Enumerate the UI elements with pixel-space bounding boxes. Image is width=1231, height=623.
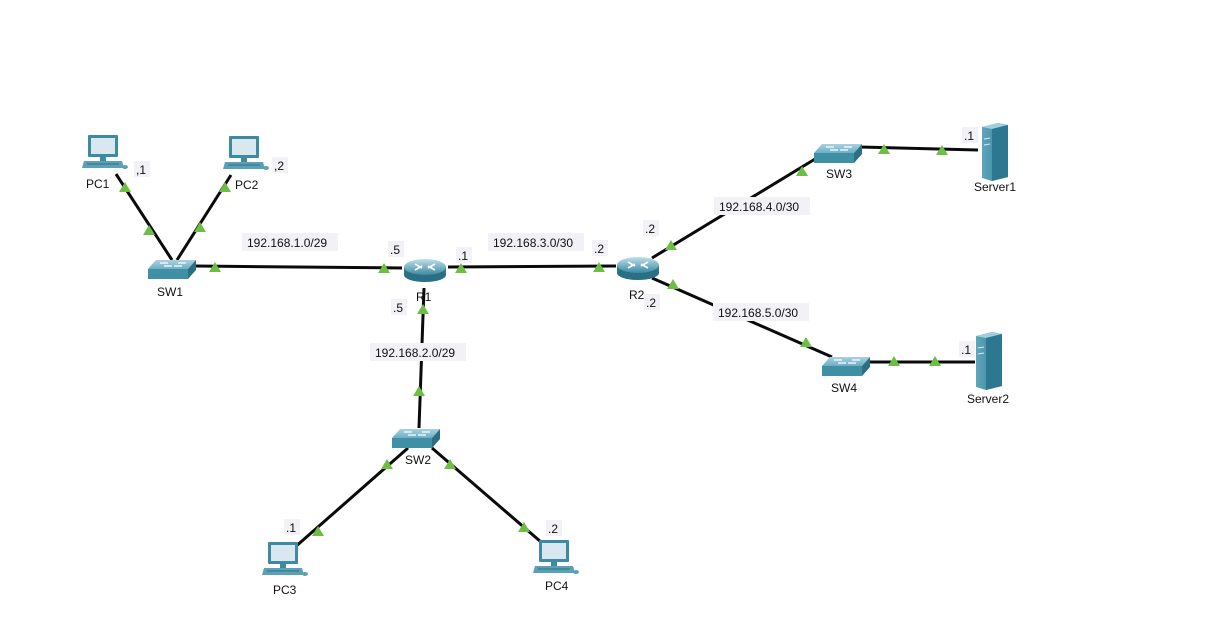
port-indicator	[219, 182, 231, 192]
svg-text:.2: .2	[645, 222, 655, 236]
svg-text:192.168.2.0/29: 192.168.2.0/29	[375, 346, 455, 360]
port-indicator	[888, 356, 900, 366]
network-label-r2-sw3: 192.168.4.0/30	[714, 197, 810, 215]
device-r1[interactable]: R1	[403, 258, 447, 304]
switch-icon	[147, 259, 197, 280]
device-pc1[interactable]: PC1	[81, 134, 129, 191]
svg-text:192.168.3.0/30: 192.168.3.0/30	[493, 236, 573, 250]
device-label: SW3	[826, 167, 852, 181]
device-server2[interactable]: Server2	[967, 331, 1009, 406]
address-label-r1-sw2: .5	[391, 299, 407, 315]
server-icon	[975, 331, 1003, 391]
switch-icon	[821, 356, 871, 377]
address-label-server2: .1	[959, 341, 975, 357]
link-sw1-r1[interactable]	[195, 264, 403, 270]
device-label: PC4	[545, 579, 569, 593]
port-indicator	[209, 262, 221, 272]
link-r1-r2[interactable]	[447, 264, 617, 269]
port-indicator	[667, 279, 679, 289]
device-label: PC3	[273, 583, 297, 597]
device-sw2[interactable]: SW2	[391, 428, 441, 467]
address-label-r1-sw1: .5	[388, 241, 404, 257]
address-label-r2-r1: .2	[592, 240, 608, 256]
address-label-pc3: .1	[284, 519, 300, 535]
port-indicator	[800, 337, 812, 347]
network-label-r1-sw2: 192.168.2.0/29	[370, 343, 466, 361]
network-label-r1-r2: 192.168.3.0/30	[488, 233, 584, 251]
port-indicator	[796, 166, 808, 176]
port-indicator	[455, 263, 467, 273]
svg-text:192.168.4.0/30: 192.168.4.0/30	[719, 200, 799, 214]
device-pc2[interactable]: PC2	[222, 135, 270, 192]
pc-icon	[532, 539, 580, 575]
port-indicator	[929, 356, 941, 366]
switch-icon	[813, 143, 863, 164]
server-icon	[981, 122, 1009, 182]
svg-text:.5: .5	[390, 243, 400, 257]
device-sw3[interactable]: SW3	[813, 143, 863, 181]
svg-text:,1: ,1	[136, 163, 146, 177]
device-label: PC2	[235, 178, 259, 192]
svg-text:.2: .2	[646, 296, 656, 310]
router-icon	[616, 256, 660, 281]
network-label-r2-sw4: 192.168.5.0/30	[713, 303, 809, 321]
network-label-sw1-r1: 192.168.1.0/29	[242, 233, 338, 251]
device-label: R2	[629, 288, 645, 302]
device-label: Server2	[967, 392, 1009, 406]
svg-text:.1: .1	[458, 249, 468, 263]
device-label: SW4	[831, 381, 857, 395]
device-label: PC1	[86, 177, 110, 191]
port-indicators	[119, 144, 948, 536]
device-sw4[interactable]: SW4	[821, 356, 871, 395]
svg-text:,2: ,2	[274, 159, 284, 173]
address-label-pc1: ,1	[134, 161, 150, 177]
svg-text:192.168.1.0/29: 192.168.1.0/29	[247, 236, 327, 250]
link-sw2-pc3[interactable]	[293, 446, 409, 550]
port-indicator	[665, 240, 677, 250]
port-indicator	[378, 263, 390, 273]
port-indicator	[593, 262, 605, 272]
device-pc4[interactable]: PC4	[532, 539, 580, 593]
address-label-r1-r2: .1	[456, 247, 472, 263]
svg-text:.1: .1	[964, 129, 974, 143]
port-indicator	[878, 144, 890, 154]
port-indicator	[119, 182, 131, 192]
port-indicator	[413, 386, 425, 396]
device-server1[interactable]: Server1	[974, 122, 1016, 194]
address-label-pc2: ,2	[272, 157, 288, 173]
port-indicator	[518, 522, 530, 532]
svg-text:192.168.5.0/30: 192.168.5.0/30	[718, 306, 798, 320]
device-label: SW2	[405, 453, 431, 467]
port-indicator	[417, 304, 429, 314]
device-label: Server1	[974, 180, 1016, 194]
address-label-pc4: .2	[546, 520, 562, 536]
router-icon	[403, 258, 447, 283]
port-indicator	[381, 459, 393, 469]
pc-icon	[222, 135, 270, 171]
svg-text:.1: .1	[286, 521, 296, 535]
device-sw1[interactable]: SW1	[147, 259, 197, 299]
device-pc3[interactable]: PC3	[261, 541, 309, 597]
port-indicator	[936, 145, 948, 155]
switch-icon	[391, 428, 441, 449]
pc-icon	[81, 134, 129, 170]
address-label-r2-sw3: .2	[643, 220, 659, 236]
svg-text:.1: .1	[961, 343, 971, 357]
svg-text:.5: .5	[393, 301, 403, 315]
port-indicator	[143, 225, 155, 235]
svg-text:.2: .2	[548, 522, 558, 536]
link-sw3-server1[interactable]	[859, 145, 979, 152]
address-label-r2-sw4: .2	[644, 294, 660, 310]
device-r2[interactable]: R2	[616, 256, 660, 302]
device-label: SW1	[157, 285, 183, 299]
svg-text:.2: .2	[594, 242, 604, 256]
port-indicator	[312, 526, 324, 536]
pc-icon	[261, 541, 309, 577]
port-indicator	[194, 222, 206, 232]
address-label-server1: .1	[962, 127, 978, 143]
port-indicator	[444, 459, 456, 469]
device-label: R1	[416, 290, 432, 304]
